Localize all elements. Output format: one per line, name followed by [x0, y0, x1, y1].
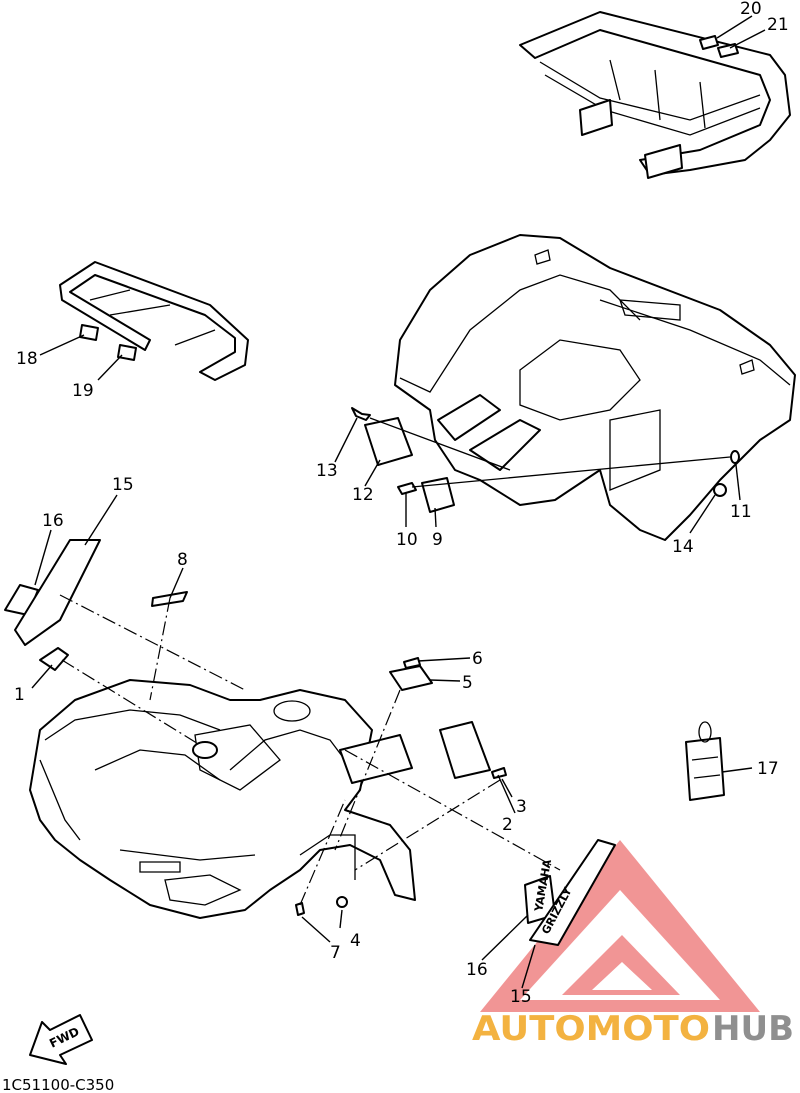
callout-8: 8: [177, 550, 188, 570]
fwd-arrow: FWD: [29, 1014, 93, 1065]
callout-17: 17: [757, 759, 779, 779]
callout-13: 13: [316, 461, 338, 481]
callout-1: 1: [14, 685, 25, 705]
screw-6: [403, 657, 421, 669]
screw-13: [351, 407, 371, 421]
callout-9: 9: [432, 530, 443, 550]
screw-10: [397, 482, 417, 495]
part-code: 1C51100-C350: [2, 1076, 114, 1093]
callout-2: 2: [502, 815, 513, 835]
decal-15-front: [14, 539, 101, 646]
reflector-2: [439, 721, 491, 779]
rear-small-parts: [351, 407, 740, 513]
callout-16-side: 16: [466, 960, 488, 980]
callout-16-front: 16: [42, 511, 64, 531]
decal-5: [389, 665, 433, 691]
callout-7: 7: [330, 943, 341, 963]
tag-17: [685, 721, 725, 801]
callout-11: 11: [730, 502, 752, 522]
assembly-lines: [59, 594, 561, 906]
watermark-brand-left: AUTOMOTO: [472, 1009, 710, 1049]
callout-19: 19: [72, 381, 94, 401]
callout-5: 5: [462, 673, 473, 693]
callout-15-side: 15: [510, 987, 532, 1007]
nut-11: [730, 450, 740, 464]
watermark-brand-right: HUB: [712, 1009, 794, 1049]
callout-18: 18: [16, 349, 38, 369]
callout-12: 12: [352, 485, 374, 505]
callout-3: 3: [516, 797, 527, 817]
callout-10: 10: [396, 530, 418, 550]
watermark-logo: [480, 840, 760, 1012]
callouts: 1 2 3 4 5 6 7 8 9 10 11 12 13 14 15 15 1…: [14, 0, 789, 1007]
callout-15-front: 15: [112, 475, 134, 495]
callout-21: 21: [767, 15, 789, 35]
watermark-text: AUTOMOTO HUB: [472, 1009, 794, 1049]
decal-15-side: [529, 839, 616, 946]
rear-carrier-rack: [519, 11, 791, 179]
callout-14: 14: [672, 537, 694, 557]
callout-6: 6: [472, 649, 483, 669]
callout-20: 20: [740, 0, 762, 19]
reflector-9: [421, 477, 455, 513]
screw-3: [491, 767, 507, 779]
callout-4: 4: [350, 931, 361, 951]
front-carrier-rack: [59, 261, 249, 381]
washer-4: [336, 896, 348, 908]
cap-1: [39, 647, 69, 671]
leader-lines: [31, 15, 766, 989]
washer-14: [713, 483, 727, 497]
rear-fender: [394, 234, 796, 541]
front-fender: [29, 647, 416, 919]
